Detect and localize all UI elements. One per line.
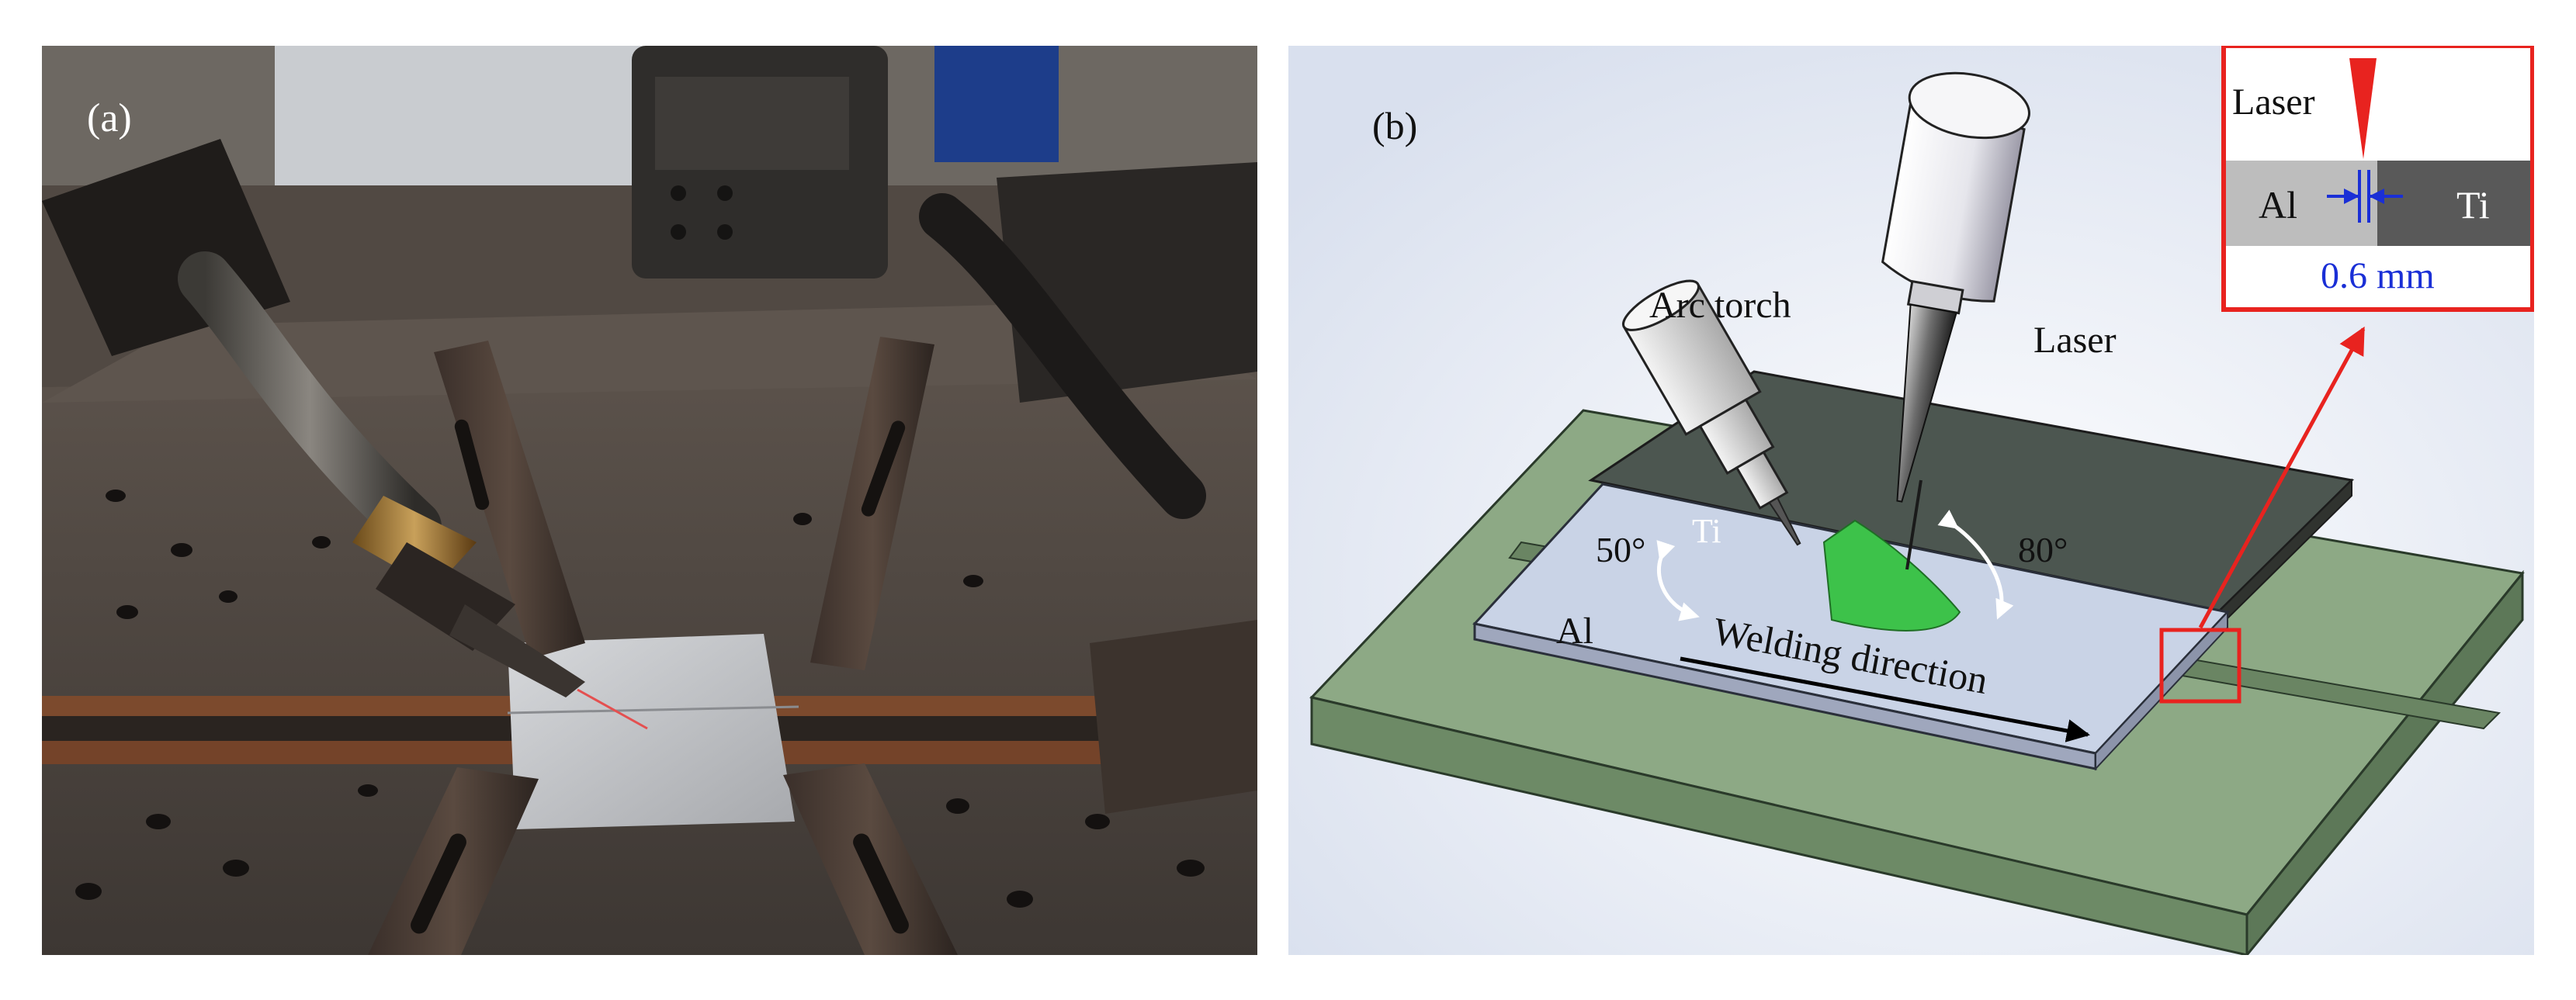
panel-b-label: (b)	[1372, 104, 1417, 147]
welding-setup-photo: (a)	[42, 46, 1257, 955]
al-label: Al	[1556, 611, 1593, 652]
schematic-diagram: (b) Arc torch Laser Ti 50° 80° Al Weldin…	[1288, 46, 2534, 955]
welding-setup-photo-drawing: (a)	[42, 46, 1257, 955]
arc-torch-label: Arc torch	[1649, 285, 1791, 326]
clamp	[434, 341, 585, 659]
angle-arc-torch	[1656, 540, 1700, 621]
inset-laser-marker	[2349, 58, 2377, 159]
detail-highlight-box	[2159, 628, 2241, 704]
inset-al-label: Al	[2259, 183, 2297, 227]
clamp	[783, 763, 958, 955]
angle-laser-label: 80°	[2018, 530, 2068, 569]
ti-label: Ti	[1692, 512, 1721, 550]
laser-head-drawing	[1881, 71, 2030, 570]
table-holes	[75, 474, 1205, 908]
clamp	[368, 767, 539, 955]
clamp	[810, 337, 934, 670]
detail-callout-arrow	[2198, 326, 2366, 629]
inset-ti-label: Ti	[2456, 183, 2490, 227]
inset-laser-label: Laser	[2232, 81, 2315, 123]
inset-detail: Laser Al Ti 0.6 mm	[2221, 46, 2534, 312]
angle-arc-label: 50°	[1596, 530, 1645, 569]
laser-head	[632, 46, 1059, 279]
laser-label: Laser	[2033, 320, 2117, 361]
fixture-block	[1090, 620, 1257, 814]
panel-a-label: (a)	[87, 96, 132, 140]
inset-gap-label: 0.6 mm	[2321, 255, 2435, 296]
arc-torch	[42, 139, 648, 730]
arc-torch-drawing	[1622, 279, 1801, 546]
welding-direction-arrow	[1680, 656, 2090, 742]
angle-arc-laser	[1937, 509, 2014, 620]
schematic-drawing: (b) Arc torch Laser Ti 50° 80° Al Weldin…	[1288, 46, 2534, 955]
